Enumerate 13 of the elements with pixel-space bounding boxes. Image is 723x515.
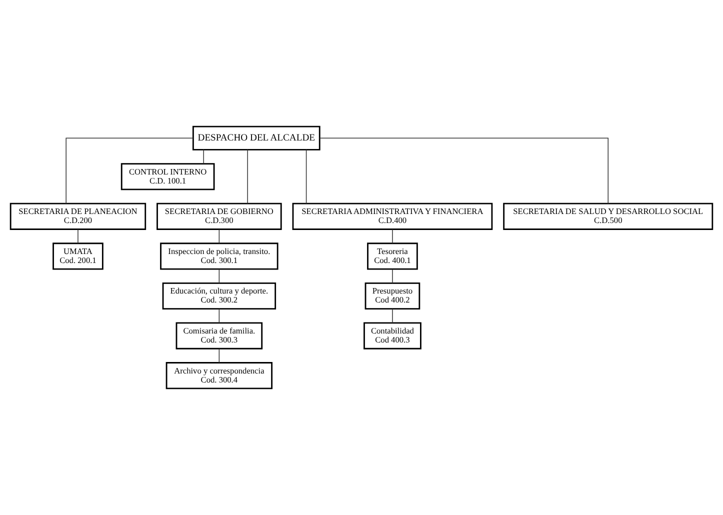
connector: [203, 149, 204, 164]
connector: [247, 149, 248, 204]
connector: [392, 229, 393, 244]
connector: [218, 268, 220, 284]
connector: [392, 268, 393, 284]
connector: [218, 348, 220, 364]
connector: [66, 138, 194, 204]
connector: [218, 308, 220, 324]
connector: [306, 149, 307, 204]
connector: [218, 229, 220, 244]
connector: [392, 308, 393, 324]
connector: [319, 138, 608, 204]
node-box: DESPACHO DEL ALCALDE: [192, 126, 320, 150]
